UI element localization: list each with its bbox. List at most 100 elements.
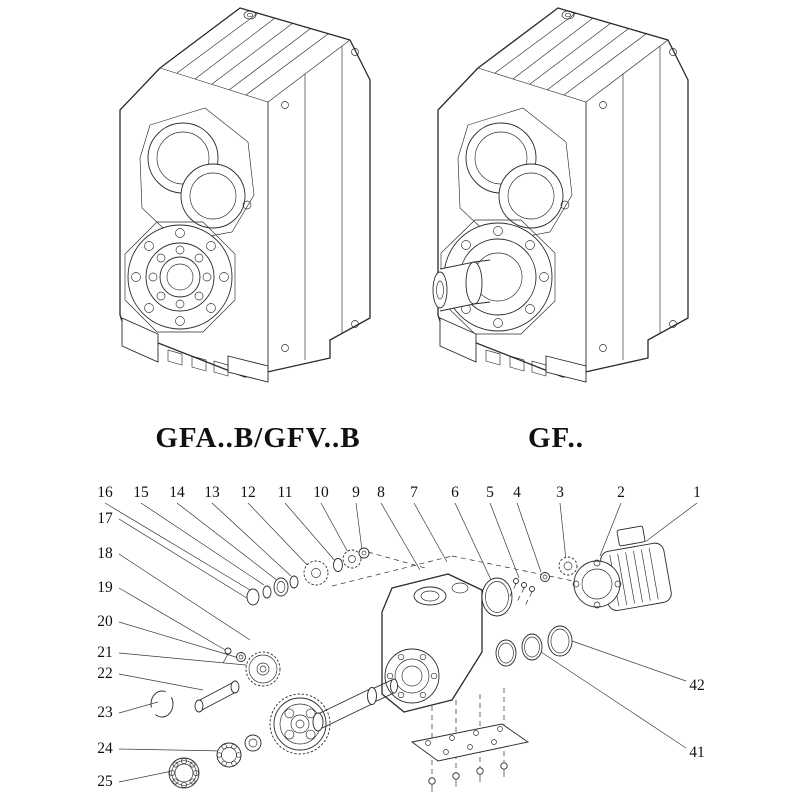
callout-numbers: 16 15 14 13 12 11 10 9 8 7 6 5 4 3 2 1 1…: [97, 484, 705, 790]
exploded-housing: [381, 573, 483, 713]
callout-10: 10: [313, 484, 329, 501]
cover-bolts: [428, 762, 508, 792]
flange-bolt-holes: [131, 228, 229, 326]
output-shaft: [432, 259, 491, 312]
washer: [236, 652, 246, 662]
flange-boss-outline: [440, 219, 556, 335]
leader-lines-top: [104, 502, 698, 591]
small-boss-hole: [242, 200, 252, 210]
side-panel-lines: [622, 46, 661, 360]
bearing-outer-race: [145, 242, 215, 312]
callout-41: 41: [689, 744, 705, 761]
shaft-end-face: [432, 271, 448, 309]
callout-12: 12: [240, 484, 256, 501]
callout-22: 22: [97, 665, 113, 682]
callout-1: 1: [693, 484, 701, 501]
lifting-eye-hole: [243, 10, 257, 20]
callout-2: 2: [617, 484, 625, 501]
callout-19: 19: [97, 579, 113, 596]
side-panel-bolt-holes: [281, 48, 359, 352]
front-flange-inner: [394, 658, 430, 694]
callout-25: 25: [97, 773, 113, 790]
callout-8: 8: [377, 484, 385, 501]
spacer: [289, 575, 299, 589]
callout-9: 9: [352, 484, 360, 501]
mounting-feet: [121, 317, 269, 383]
bolt-axes: [507, 583, 533, 609]
cover-plate: [410, 723, 530, 762]
callout-21: 21: [97, 644, 113, 661]
input-shaft-parts: [246, 547, 370, 606]
output-side-rings: [495, 625, 573, 667]
front-flange: [384, 648, 440, 704]
top-boss: [451, 582, 469, 594]
seal-ring: [246, 588, 260, 606]
plug: [540, 572, 550, 582]
adapter-gasket: [481, 577, 513, 617]
intermediate-gear: [245, 651, 281, 687]
motor: [572, 525, 672, 611]
bearing: [273, 577, 289, 597]
mounting-feet: [439, 317, 587, 383]
top-bore: [413, 586, 447, 606]
snap-ring: [150, 690, 174, 718]
front-bore: [401, 665, 423, 687]
ball-bearing-large: [168, 757, 200, 789]
bearing-flange: [124, 221, 236, 333]
motor-flange: [573, 560, 621, 608]
bearing-inner-race: [159, 256, 201, 298]
gearbox-drawing-gfab: [119, 7, 371, 383]
roof-rib-lines: [494, 12, 647, 96]
cover-ring: [547, 625, 573, 657]
terminal-box: [616, 525, 646, 547]
callout-16: 16: [97, 484, 113, 501]
cover-plate-holes: [425, 726, 503, 755]
callout-11: 11: [278, 484, 293, 501]
callout-7: 7: [410, 484, 418, 501]
gearbox-drawing-gf: [432, 7, 689, 383]
callout-20: 20: [97, 613, 113, 630]
second-bore-outer: [498, 163, 564, 229]
flange-boss-outline: [124, 221, 236, 333]
coupling-pinion: [558, 556, 578, 576]
shim: [333, 558, 343, 572]
pinion-gear: [303, 560, 329, 586]
callout-3: 3: [556, 484, 564, 501]
housing-body: [381, 573, 483, 713]
model-label-right: GF..: [528, 422, 584, 454]
gear-train-parts: [150, 647, 398, 789]
fastening-bolts: [513, 578, 535, 592]
cover-plate-and-bolts: [410, 723, 530, 792]
roof-rib-lines: [176, 12, 329, 96]
model-label-left: GFA..B/GFV..B: [155, 422, 360, 454]
callout-5: 5: [486, 484, 494, 501]
callout-14: 14: [169, 484, 185, 501]
callout-24: 24: [97, 740, 113, 757]
top-bore-inner: [420, 590, 440, 602]
small-boss-hole: [560, 200, 570, 210]
shaft-shoulder: [465, 261, 483, 305]
callout-15: 15: [133, 484, 149, 501]
shaft-bore: [166, 263, 194, 291]
callout-4: 4: [513, 484, 521, 501]
small-gear: [342, 549, 362, 569]
set-screw: [224, 647, 232, 655]
second-bore-outer: [180, 163, 246, 229]
thrust-washer: [244, 734, 262, 752]
adapter-parts: [481, 556, 578, 617]
callout-18: 18: [97, 545, 113, 562]
bore-boss-outline: [457, 107, 573, 243]
output-gear-holes: [284, 708, 316, 740]
leader-lines-left: [118, 518, 257, 783]
callout-23: 23: [97, 704, 113, 721]
lock-nut: [358, 547, 370, 559]
side-panel-lines: [304, 46, 343, 360]
second-bore-inner: [189, 172, 237, 220]
callout-13: 13: [204, 484, 220, 501]
intermediate-shaft: [195, 682, 239, 711]
motor-flange-inner: [581, 568, 613, 600]
front-flange-bolt-holes: [386, 653, 438, 699]
leader-lines-right: [537, 640, 687, 749]
ball-bearing-small: [216, 742, 242, 768]
